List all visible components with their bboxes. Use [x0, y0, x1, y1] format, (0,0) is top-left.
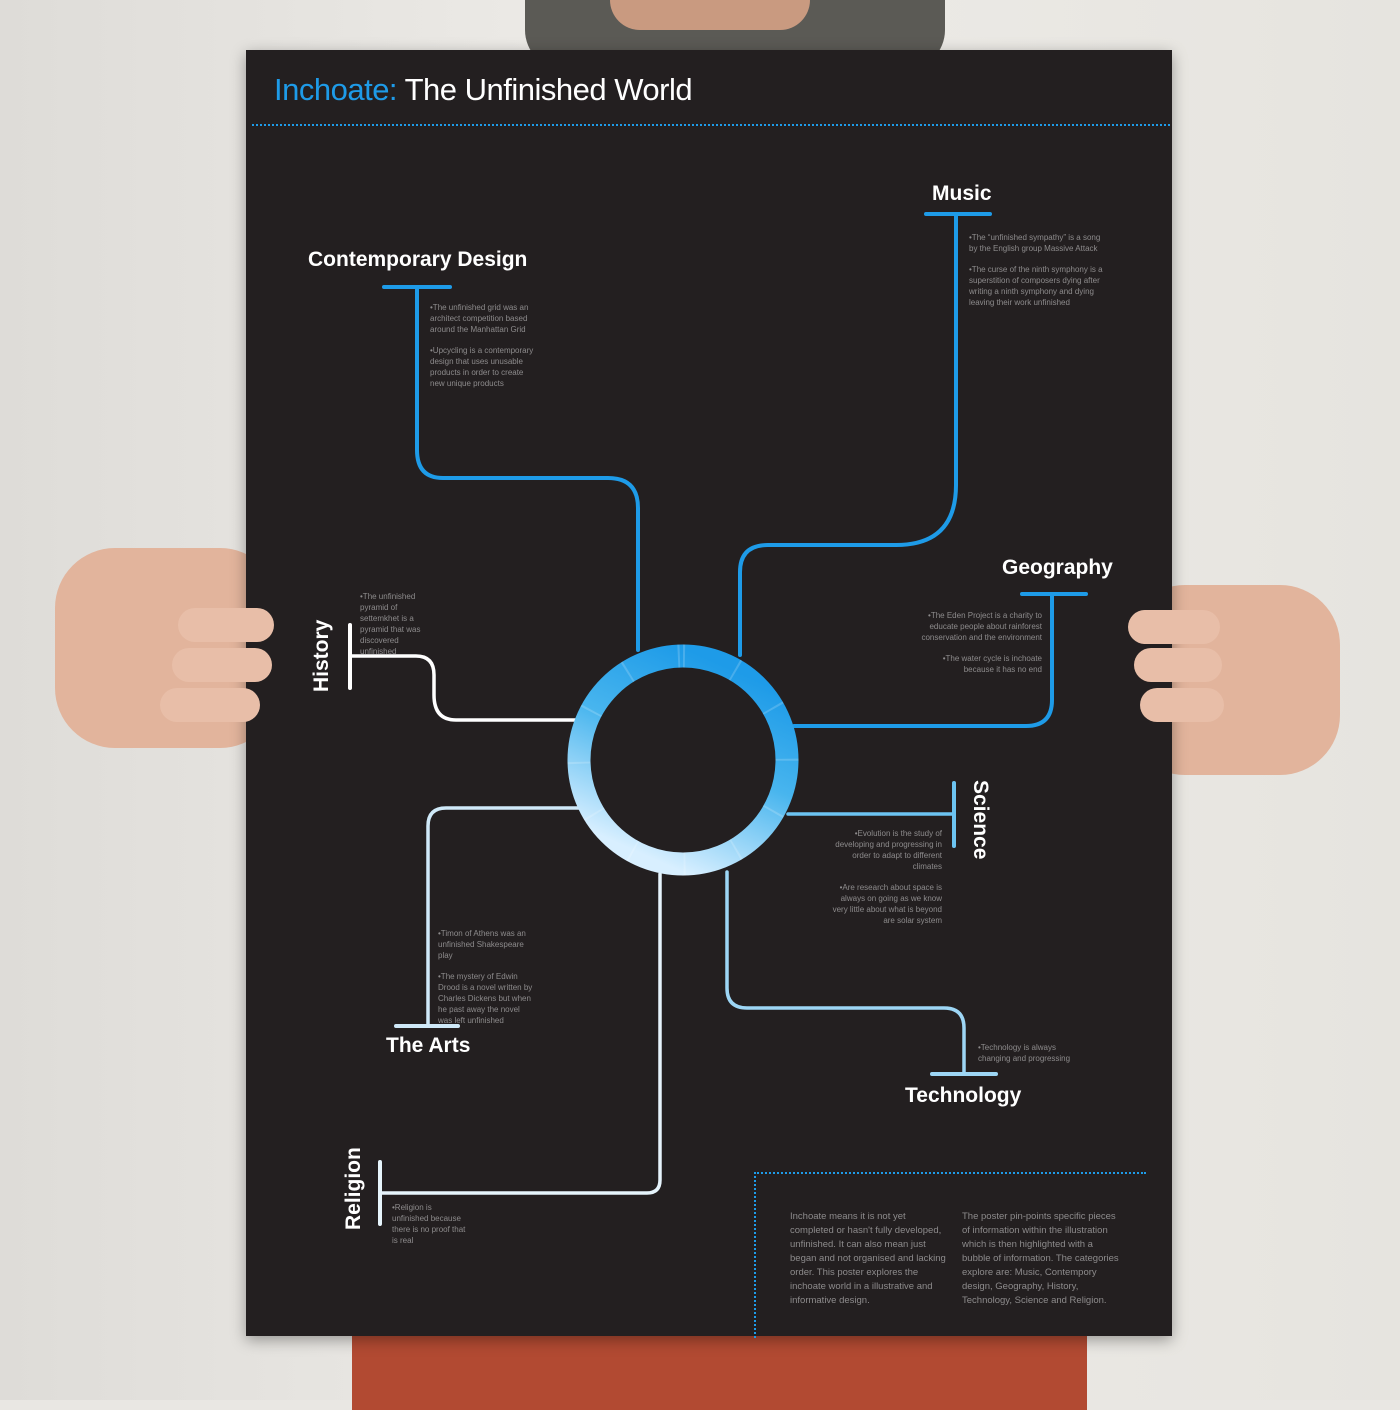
- note-text: •The curse of the ninth symphony is a su…: [969, 265, 1103, 307]
- connector-music: [738, 212, 992, 657]
- left-finger: [178, 608, 274, 642]
- title-divider: [252, 124, 1170, 126]
- left-finger: [160, 688, 260, 722]
- note-text: •The “unfinished sympathy” is a song by …: [969, 233, 1101, 253]
- info-box: Inchoate means it is not yet completed o…: [754, 1172, 1146, 1338]
- notes-music: •The “unfinished sympathy” is a song by …: [969, 232, 1109, 318]
- poster: Inchoate: The Unfinished World: [246, 50, 1172, 1338]
- connector-contemporary-design: [382, 285, 640, 652]
- note-text: •The unfinished pyramid of settemkhet is…: [360, 592, 421, 656]
- connector-science: [786, 781, 956, 848]
- notes-science: •Evolution is the study of developing an…: [824, 828, 942, 936]
- notes-religion: •Religion is unfinished because there is…: [392, 1202, 468, 1256]
- connector-geography: [792, 592, 1088, 728]
- face-chin: [610, 0, 810, 30]
- notes-geography: •The Eden Project is a charity to educat…: [918, 610, 1042, 685]
- label-religion: Religion: [342, 1147, 365, 1230]
- note-text: •The unfinished grid was an architect co…: [430, 303, 529, 334]
- right-finger: [1128, 610, 1220, 644]
- note-text: •The water cycle is inchoate because it …: [942, 654, 1042, 674]
- notes-history: •The unfinished pyramid of settemkhet is…: [360, 591, 436, 667]
- note-text: •The mystery of Edwin Drood is a novel w…: [438, 972, 533, 1025]
- info-definition: Inchoate means it is not yet completed o…: [790, 1211, 946, 1306]
- note-text: •Religion is unfinished because there is…: [392, 1203, 466, 1245]
- notes-technology: •Technology is always changing and progr…: [978, 1042, 1086, 1074]
- pants: [352, 1330, 1087, 1410]
- left-finger: [172, 648, 272, 682]
- notes-contemporary-design: •The unfinished grid was an architect co…: [430, 302, 534, 399]
- right-finger: [1140, 688, 1224, 722]
- connector-history: [348, 623, 578, 722]
- connector-the-arts: [394, 806, 586, 1028]
- label-music: Music: [932, 182, 992, 205]
- note-text: •Technology is always changing and progr…: [978, 1043, 1071, 1063]
- title-rest: The Unfinished World: [404, 72, 693, 107]
- info-description: The poster pin-points specific pieces of…: [962, 1211, 1119, 1306]
- diagram-lines: [348, 212, 1088, 1226]
- label-technology: Technology: [905, 1084, 1022, 1107]
- note-text: •The Eden Project is a charity to educat…: [921, 611, 1042, 642]
- notes-the-arts: •Timon of Athens was an unfinished Shake…: [438, 928, 534, 1036]
- label-history: History: [310, 619, 333, 692]
- label-geography: Geography: [1002, 556, 1113, 579]
- note-text: •Timon of Athens was an unfinished Shake…: [438, 929, 526, 960]
- title-accent: Inchoate:: [274, 72, 398, 107]
- label-science: Science: [969, 780, 992, 860]
- note-text: •Evolution is the study of developing an…: [835, 829, 942, 871]
- note-text: •Are research about space is always on g…: [832, 883, 942, 925]
- connector-technology: [725, 870, 998, 1076]
- label-the-arts: The Arts: [386, 1034, 471, 1057]
- right-finger: [1134, 648, 1222, 682]
- note-text: •Upcycling is a contemporary design that…: [430, 346, 534, 388]
- poster-title: Inchoate: The Unfinished World: [274, 72, 693, 108]
- connector-religion: [378, 872, 662, 1226]
- central-ring: [567, 644, 799, 876]
- label-contemporary-design: Contemporary Design: [308, 248, 528, 271]
